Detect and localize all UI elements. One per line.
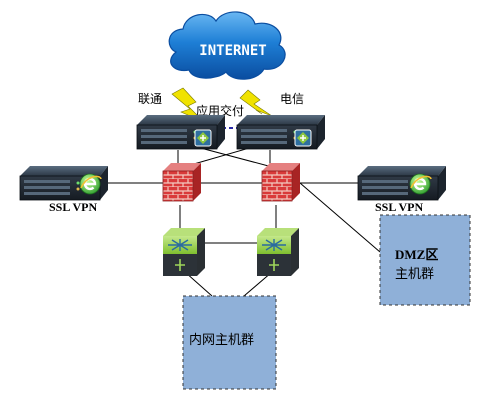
link-firewall-dmz — [299, 182, 381, 253]
firewall-icon — [261, 162, 301, 202]
server-icon — [357, 165, 447, 201]
vpn-right-label: SSL VPN — [375, 200, 423, 214]
adc-badge-icon — [294, 129, 312, 147]
firewall-left — [162, 162, 202, 202]
intranet-label: 内网主机群 — [189, 332, 254, 348]
firewall-right — [261, 162, 301, 202]
switch-right — [256, 227, 300, 277]
cloud-icon — [168, 11, 286, 80]
firewall-icon — [162, 162, 202, 202]
server-icon — [136, 114, 226, 150]
switch-icon — [256, 227, 300, 277]
adc-device-left — [136, 114, 226, 150]
lightning-icon — [239, 89, 273, 117]
switch-left — [162, 227, 206, 277]
vpn-left-label: SSL VPN — [49, 200, 97, 214]
ssl-vpn-left — [19, 165, 109, 201]
adc-badge-icon — [194, 129, 212, 147]
adc-device-right — [236, 114, 326, 150]
dmz-label-line1: DMZ区 — [395, 247, 438, 262]
server-icon — [236, 114, 326, 150]
cloud-label: INTERNET — [199, 43, 266, 59]
network-links — [95, 141, 381, 297]
isp-right-label: 电信 — [280, 92, 304, 106]
adc-label: 应用交付 — [196, 103, 244, 118]
isp-left-label: 联通 — [138, 92, 162, 106]
dmz-label-line2: 主机群 — [395, 267, 434, 282]
switch-icon — [162, 227, 206, 277]
intranet-zone — [182, 295, 277, 390]
dmz-zone — [379, 214, 471, 306]
ssl-vpn-right — [357, 165, 447, 201]
